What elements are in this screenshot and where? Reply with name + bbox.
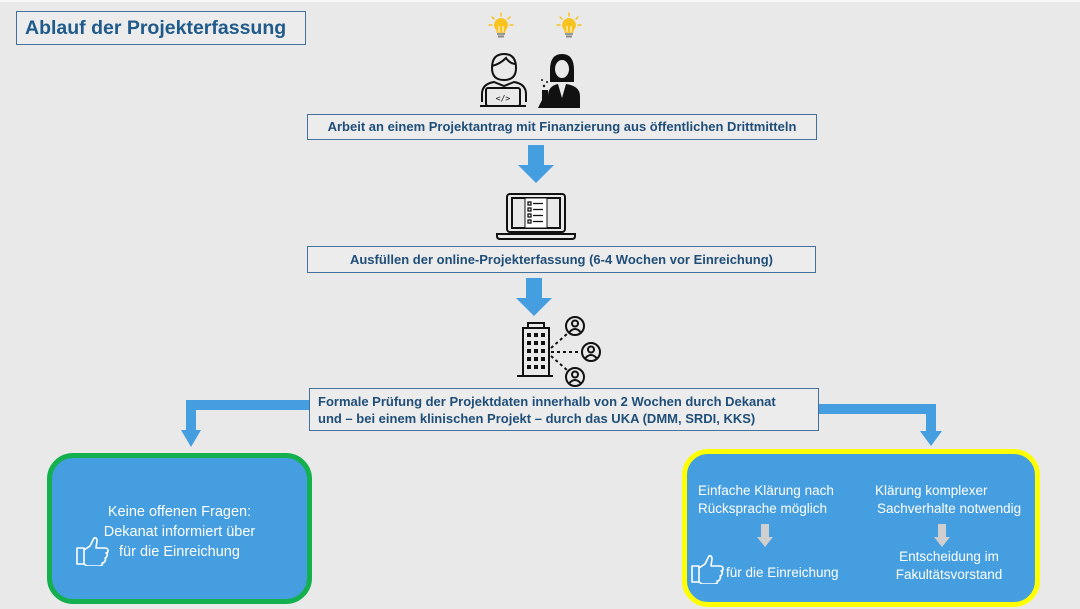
branch-arrow-right-icon xyxy=(819,400,949,455)
step-formal-review-line1: Formale Prüfung der Projektdaten innerha… xyxy=(318,394,776,409)
complex-clarification-result-line1: Entscheidung im xyxy=(899,549,999,564)
building-network-icon xyxy=(515,314,605,388)
complex-clarification-line2: Sachverhalte notwendig xyxy=(877,501,1022,516)
simple-clarification-line1: Einfache Klärung nach xyxy=(698,483,834,498)
page-title: Ablauf der Projekterfassung xyxy=(16,11,306,45)
arrow-down-gray-icon xyxy=(934,524,950,548)
scientist-person-icon xyxy=(538,50,592,108)
simple-clarification-line2: Rücksprache möglich xyxy=(698,501,828,516)
step-project-proposal: Arbeit an einem Projektantrag mit Finanz… xyxy=(307,114,817,140)
svg-text:</>: </> xyxy=(496,94,511,103)
outcome-left-line1: Keine offenen Fragen: xyxy=(107,504,252,520)
outcome-left-line3: für die Einreichung xyxy=(119,544,240,560)
complex-clarification-result-line2: Fakultätsvorstand xyxy=(895,567,1003,582)
outcome-no-questions: Keine offenen Fragen: Dekanat informiert… xyxy=(47,453,312,604)
thumbs-up-icon xyxy=(76,536,110,571)
thumbs-up-icon xyxy=(691,554,725,589)
branch-arrow-left-icon xyxy=(180,400,310,455)
simple-clarification-result: für die Einreichung xyxy=(726,565,839,580)
arrow-down-icon xyxy=(516,278,552,316)
complex-clarification-line1: Klärung komplexer xyxy=(875,483,988,498)
outcome-clarification: Einfache Klärung nach Rücksprache möglic… xyxy=(682,449,1040,607)
arrow-down-icon xyxy=(518,145,554,183)
step-formal-review-line2: und – bei einem klinischen Projekt – dur… xyxy=(318,411,756,426)
developer-person-icon: </> xyxy=(478,50,528,108)
step-online-form: Ausfüllen der online-Projekterfassung (6… xyxy=(307,246,816,273)
step-formal-review: Formale Prüfung der Projektdaten innerha… xyxy=(309,388,819,431)
outcome-left-line2: Dekanat informiert über xyxy=(103,524,256,540)
arrow-down-gray-icon xyxy=(757,524,773,548)
laptop-form-icon xyxy=(495,192,577,240)
lightbulb-icon xyxy=(487,12,515,40)
lightbulb-icon xyxy=(555,12,583,40)
